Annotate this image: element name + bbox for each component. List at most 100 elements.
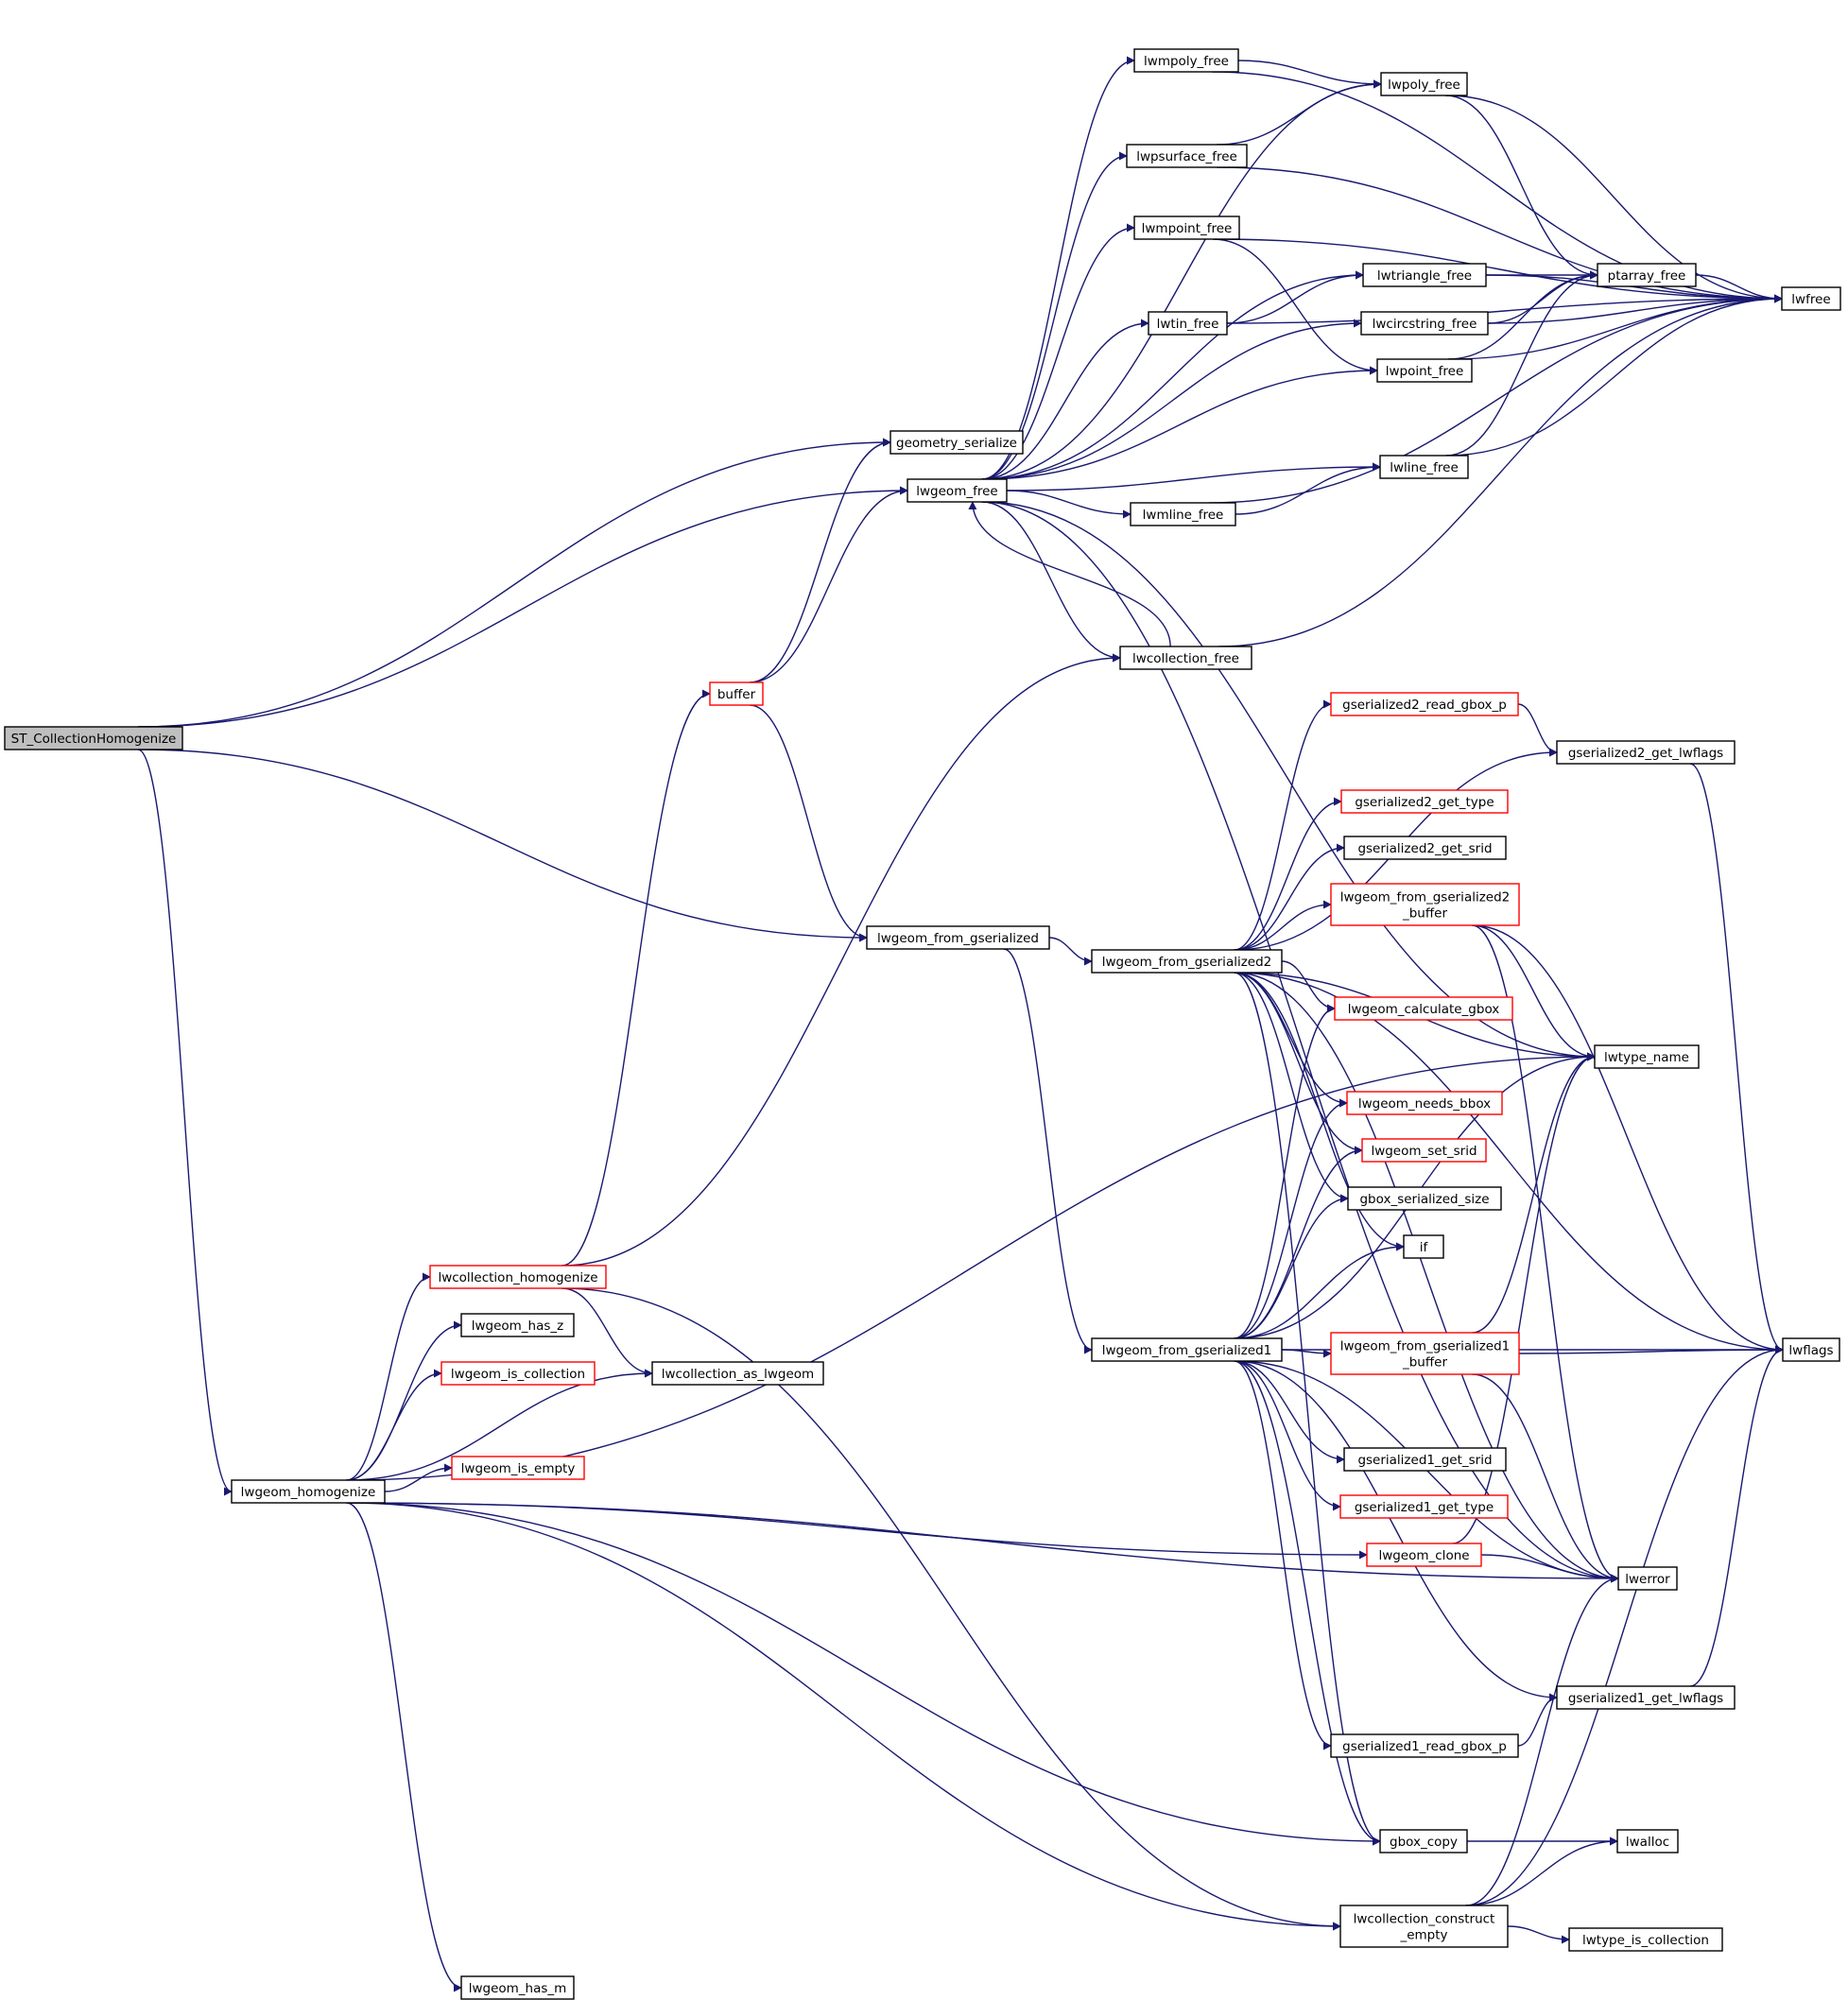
node-label: lwmpoint_free bbox=[1142, 221, 1233, 236]
edge-lwgeom-from-gserialized2-to-if bbox=[1234, 972, 1405, 1251]
node-lwcircstring-free[interactable]: lwcircstring_free bbox=[1360, 311, 1489, 336]
node-gserialized2-read-gbox-p[interactable]: gserialized2_read_gbox_p bbox=[1330, 692, 1519, 716]
node-label: lwtin_free bbox=[1157, 317, 1219, 332]
node-box bbox=[1376, 358, 1473, 383]
node-buffer[interactable]: buffer bbox=[709, 681, 764, 706]
node-lwgeom-is-collection[interactable]: lwgeom_is_collection bbox=[440, 1361, 596, 1386]
edge-lwgeom-homogenize-to-lwgeom-has-m bbox=[346, 1502, 462, 1992]
node-label: lwgeom_free bbox=[916, 484, 997, 499]
edge-lwgeom-homogenize-to-lwgeom-clone bbox=[346, 1502, 1368, 1560]
edge-lwgeom-free-to-lwtriangle-free bbox=[981, 270, 1364, 480]
node-lwgeom-from-gserialized2-buffer[interactable]: lwgeom_from_gserialized2_buffer bbox=[1330, 883, 1520, 926]
node-st-collection-homogenize[interactable]: ST_CollectionHomogenize bbox=[4, 726, 183, 750]
node-box bbox=[1343, 836, 1507, 860]
node-lwgeom-calculate-gbox[interactable]: lwgeom_calculate_gbox bbox=[1334, 996, 1513, 1021]
node-lwmpoly-free[interactable]: lwmpoly_free bbox=[1133, 48, 1239, 73]
edge-lwcollection-free-to-lwfree bbox=[1218, 294, 1783, 647]
edge-lwgeom-homogenize-to-lwgeom-is-empty bbox=[384, 1463, 453, 1492]
node-box bbox=[1119, 646, 1252, 670]
node-lwtin-free[interactable]: lwtin_free bbox=[1148, 311, 1228, 336]
node-label: lwgeom_is_collection bbox=[451, 1367, 585, 1382]
node-lwgeom-from-gserialized2[interactable]: lwgeom_from_gserialized2 bbox=[1091, 949, 1283, 974]
node-gserialized2-get-srid[interactable]: gserialized2_get_srid bbox=[1343, 836, 1507, 860]
node-label: gserialized2_get_type bbox=[1355, 795, 1494, 810]
node-box bbox=[889, 430, 1024, 455]
node-label: lwtriangle_free bbox=[1377, 268, 1472, 284]
node-label: if bbox=[1420, 1240, 1429, 1255]
node-box bbox=[1556, 1685, 1736, 1710]
edge-lwgeom-free-to-lwpoly-free bbox=[981, 79, 1382, 480]
node-box bbox=[1597, 263, 1697, 287]
node-label: lwgeom_homogenize bbox=[241, 1485, 376, 1500]
edge-lwcollection-free-to-lwgeom-free bbox=[968, 501, 1171, 647]
node-box bbox=[1379, 1829, 1468, 1853]
node-lwgeom-needs-bbox[interactable]: lwgeom_needs_bbox bbox=[1346, 1091, 1503, 1115]
node-label: lwflags bbox=[1788, 1343, 1833, 1358]
edge-lwcollection-homogenize-to-lwcollection-free bbox=[561, 653, 1121, 1267]
node-lwpoint-free[interactable]: lwpoint_free bbox=[1376, 358, 1473, 383]
node-lwgeom-from-gserialized[interactable]: lwgeom_from_gserialized bbox=[866, 925, 1050, 950]
node-lwerror[interactable]: lwerror bbox=[1617, 1566, 1678, 1591]
node-lwtype-is-collection[interactable]: lwtype_is_collection bbox=[1568, 1927, 1723, 1952]
node-lwcollection-as-lwgeom[interactable]: lwcollection_as_lwgeom bbox=[651, 1361, 824, 1386]
node-lwalloc[interactable]: lwalloc bbox=[1616, 1829, 1679, 1853]
node-box bbox=[460, 1313, 575, 1337]
node-lwflags[interactable]: lwflags bbox=[1782, 1337, 1840, 1362]
node-box bbox=[1617, 1566, 1678, 1591]
node-lwmline-free[interactable]: lwmline_free bbox=[1130, 502, 1236, 526]
node-lwgeom-set-srid[interactable]: lwgeom_set_srid bbox=[1361, 1138, 1487, 1163]
node-gserialized1-read-gbox-p[interactable]: gserialized1_read_gbox_p bbox=[1330, 1733, 1519, 1758]
node-label: lwgeom_from_gserialized1 bbox=[1340, 1339, 1511, 1354]
edge-lwcollection-homogenize-to-lwcollection-construct-empty bbox=[561, 1287, 1341, 1931]
node-lwfree[interactable]: lwfree bbox=[1781, 286, 1841, 311]
node-geometry-serialize[interactable]: geometry_serialize bbox=[889, 430, 1024, 455]
node-gserialized2-get-lwflags[interactable]: gserialized2_get_lwflags bbox=[1556, 740, 1736, 765]
node-lwtriangle-free[interactable]: lwtriangle_free bbox=[1362, 263, 1487, 287]
edge-lwgeom-from-gserialized1-to-lwgeom-needs-bbox bbox=[1234, 1098, 1348, 1339]
node-lwgeom-clone[interactable]: lwgeom_clone bbox=[1366, 1543, 1482, 1567]
edge-st-collection-homogenize-to-lwgeom-homogenize bbox=[137, 749, 233, 1496]
edge-lwgeom-from-gserialized2-to-lwflags bbox=[1234, 972, 1784, 1354]
node-label: gserialized2_get_lwflags bbox=[1568, 746, 1723, 761]
edge-lwgeom-from-gserialized2-to-lwgeom-set-srid bbox=[1234, 972, 1363, 1155]
node-lwgeom-homogenize[interactable]: lwgeom_homogenize bbox=[231, 1479, 386, 1504]
node-lwcollection-construct-empty[interactable]: lwcollection_construct_empty bbox=[1339, 1905, 1509, 1948]
edge-lwtin-free-to-lwfree bbox=[1226, 294, 1783, 324]
node-lwgeom-from-gserialized1[interactable]: lwgeom_from_gserialized1 bbox=[1091, 1337, 1283, 1362]
node-gserialized1-get-lwflags[interactable]: gserialized1_get_lwflags bbox=[1556, 1685, 1736, 1710]
node-box bbox=[231, 1479, 386, 1504]
node-gserialized2-get-type[interactable]: gserialized2_get_type bbox=[1340, 789, 1509, 814]
edge-lwgeom-homogenize-to-lwtype-name bbox=[346, 1052, 1596, 1481]
node-box bbox=[1568, 1927, 1723, 1952]
edge-lwgeom-from-gserialized1-to-gserialized1-get-srid bbox=[1234, 1360, 1345, 1464]
node-label: lwcollection_as_lwgeom bbox=[662, 1367, 814, 1382]
node-label: _buffer bbox=[1402, 1355, 1447, 1371]
node-gserialized1-get-type[interactable]: gserialized1_get_type bbox=[1339, 1494, 1509, 1519]
node-label: lwmline_free bbox=[1143, 508, 1224, 523]
edge-lwgeom-from-gserialized1-buffer-to-lwflags bbox=[1518, 1345, 1784, 1354]
node-ptarray-free[interactable]: ptarray_free bbox=[1597, 263, 1697, 287]
node-lwpsurface-free[interactable]: lwpsurface_free bbox=[1126, 144, 1248, 168]
node-lwgeom-is-empty[interactable]: lwgeom_is_empty bbox=[451, 1456, 585, 1480]
node-box bbox=[1330, 692, 1519, 716]
node-gserialized1-get-srid[interactable]: gserialized1_get_srid bbox=[1343, 1447, 1507, 1472]
node-lwmpoint-free[interactable]: lwmpoint_free bbox=[1133, 216, 1240, 240]
edge-lwpoly-free-to-ptarray-free bbox=[1445, 95, 1598, 280]
node-lwline-free[interactable]: lwline_free bbox=[1379, 455, 1469, 479]
node-lwgeom-has-z[interactable]: lwgeom_has_z bbox=[460, 1313, 575, 1337]
node-box bbox=[1130, 502, 1236, 526]
node-gbox-copy[interactable]: gbox_copy bbox=[1379, 1829, 1468, 1853]
edge-lwgeom-free-to-lwpsurface-free bbox=[981, 151, 1128, 480]
node-box bbox=[440, 1361, 596, 1386]
node-lwgeom-free[interactable]: lwgeom_free bbox=[907, 478, 1008, 503]
node-lwpoly-free[interactable]: lwpoly_free bbox=[1380, 72, 1468, 96]
node-label: gserialized1_get_type bbox=[1355, 1500, 1494, 1515]
node-lwtype-name[interactable]: lwtype_name bbox=[1594, 1044, 1700, 1069]
node-label: lwgeom_has_m bbox=[469, 1981, 567, 1996]
node-lwgeom-from-gserialized1-buffer[interactable]: lwgeom_from_gserialized1_buffer bbox=[1330, 1332, 1520, 1375]
node-if[interactable]: if bbox=[1403, 1234, 1444, 1259]
node-lwcollection-homogenize[interactable]: lwcollection_homogenize bbox=[429, 1265, 607, 1289]
node-lwcollection-free[interactable]: lwcollection_free bbox=[1119, 646, 1252, 670]
node-gbox-serialized-size[interactable]: gbox_serialized_size bbox=[1347, 1186, 1502, 1211]
node-lwgeom-has-m[interactable]: lwgeom_has_m bbox=[460, 1975, 575, 2000]
